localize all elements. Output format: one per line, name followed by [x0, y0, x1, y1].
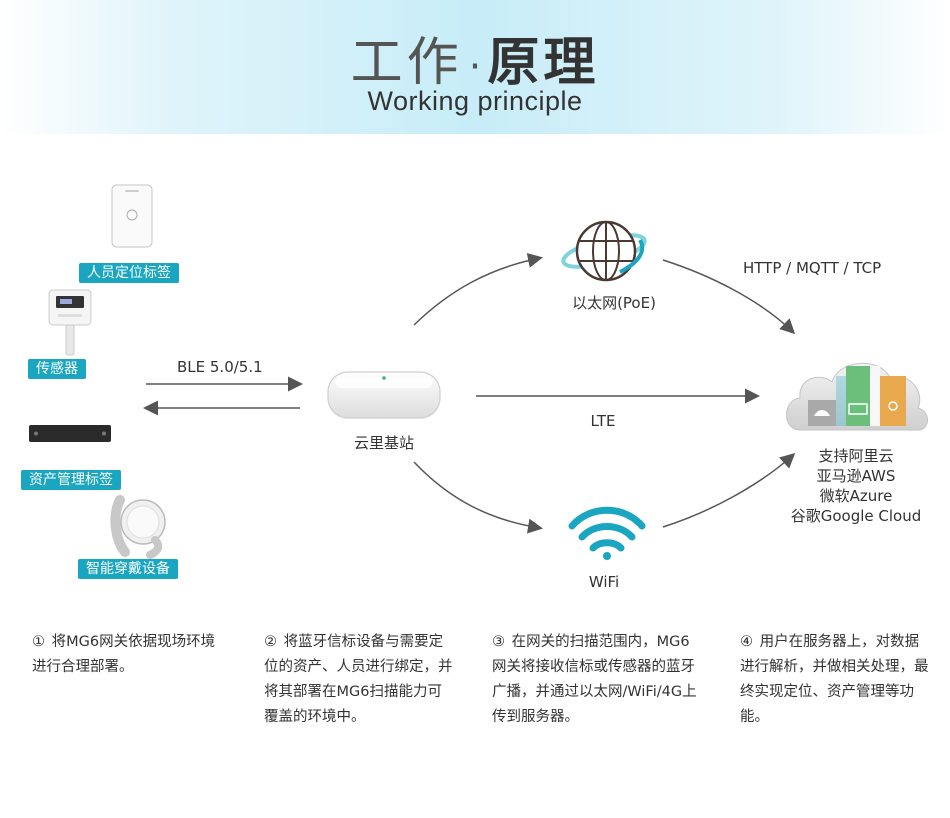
wifi-icon	[568, 506, 646, 560]
cloud-line-google: 谷歌Google Cloud	[790, 507, 922, 525]
gateway-to-ethernet-arrow	[413, 253, 543, 326]
protocols-label: HTTP / MQTT / TCP	[743, 259, 882, 277]
wifi-to-cloud-arrow	[662, 452, 796, 528]
wearable-icon	[110, 495, 166, 559]
step-3: ③ 在网关的扫描范围内，MG6网关将接收信标或传感器的蓝牙广播，并通过以太网/W…	[492, 630, 697, 730]
ethernet-to-cloud-arrow	[662, 259, 796, 335]
ethernet-label: 以太网(PoE)	[572, 294, 656, 312]
cloud-line-aws: 亚马逊AWS	[816, 467, 896, 485]
step-4-text: 用户在服务器上，对数据进行解析，并做相关处理，最终实现定位、资产管理等功能。	[740, 634, 929, 725]
sensor-badge: 传感器	[28, 359, 86, 379]
title-dot: ·	[468, 44, 482, 90]
page-title: 工作·原理	[0, 20, 950, 95]
step-3-number: ③	[492, 634, 505, 650]
step-4-number: ④	[740, 634, 753, 650]
lte-label: LTE	[590, 412, 616, 430]
personnel-tag-badge: 人员定位标签	[79, 263, 179, 283]
cloud-line-azure: 微软Azure	[819, 487, 893, 505]
header-banner: 工作·原理 Working principle	[0, 0, 950, 134]
gateway-label: 云里基站	[353, 434, 415, 452]
step-4: ④ 用户在服务器上，对数据进行解析，并做相关处理，最终实现定位、资产管理等功能。	[740, 630, 932, 730]
ble-label: BLE 5.0/5.1	[177, 358, 263, 376]
asset-tag-icon	[29, 425, 111, 442]
title-thin: 工作	[350, 33, 463, 93]
gateway-to-wifi-arrow	[413, 461, 543, 534]
step-1: ① 将MG6网关依据现场环境进行合理部署。	[32, 630, 222, 680]
cloud-line-aliyun: 支持阿里云	[818, 447, 894, 465]
page-subtitle: Working principle	[367, 86, 583, 116]
sensor-icon	[48, 289, 92, 356]
step-1-number: ①	[32, 634, 45, 650]
step-2-text: 将蓝牙信标设备与需要定位的资产、人员进行绑定，并将其部署在MG6扫描能力可覆盖的…	[264, 634, 453, 725]
step-3-text: 在网关的扫描范围内，MG6网关将接收信标或传感器的蓝牙广播，并通过以太网/WiF…	[492, 634, 697, 725]
globe-icon	[561, 220, 647, 282]
gateway-icon	[327, 371, 441, 419]
wearable-badge: 智能穿戴设备	[78, 559, 178, 579]
step-2-number: ②	[264, 634, 277, 650]
title-bold: 原理	[487, 33, 600, 93]
personnel-tag-icon	[111, 184, 153, 248]
wifi-label: WiFi	[588, 573, 620, 591]
cloud-icon	[786, 363, 928, 431]
step-1-text: 将MG6网关依据现场环境进行合理部署。	[32, 634, 216, 675]
cloud-support-text: 支持阿里云 亚马逊AWS 微软Azure 谷歌Google Cloud	[791, 446, 922, 526]
step-2: ② 将蓝牙信标设备与需要定位的资产、人员进行绑定，并将其部署在MG6扫描能力可覆…	[264, 630, 456, 730]
asset-tag-badge: 资产管理标签	[21, 470, 121, 490]
